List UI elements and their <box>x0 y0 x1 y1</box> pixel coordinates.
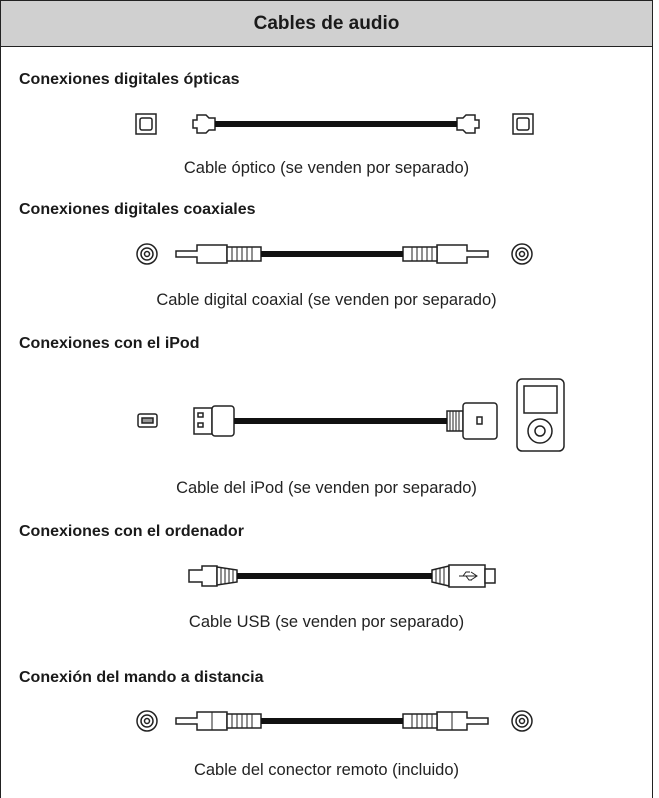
caption-optical: Cable óptico (se venden por separado) <box>183 159 470 177</box>
caption-coaxial: Cable digital coaxial (se venden por sep… <box>156 291 497 309</box>
section-heading-coaxial: Conexiones digitales coaxiales <box>19 201 256 218</box>
remote-cable-icon <box>136 710 533 732</box>
panel-title: Cables de audio <box>1 1 652 47</box>
caption-ipod: Cable del iPod (se venden por separado) <box>176 479 477 497</box>
ipod-cable-icon <box>137 378 565 452</box>
usb-cable-icon <box>188 564 496 588</box>
caption-usb: Cable USB (se venden por separado) <box>188 613 465 631</box>
section-heading-computer: Conexiones con el ordenador <box>19 523 244 540</box>
caption-remote: Cable del conector remoto (incluido) <box>193 761 460 779</box>
coaxial-cable-icon <box>136 243 533 265</box>
section-heading-ipod: Conexiones con el iPod <box>19 335 200 352</box>
section-heading-remote: Conexión del mando a distancia <box>19 669 264 686</box>
section-heading-optical: Conexiones digitales ópticas <box>19 71 240 88</box>
optical-cable-icon <box>135 113 534 135</box>
